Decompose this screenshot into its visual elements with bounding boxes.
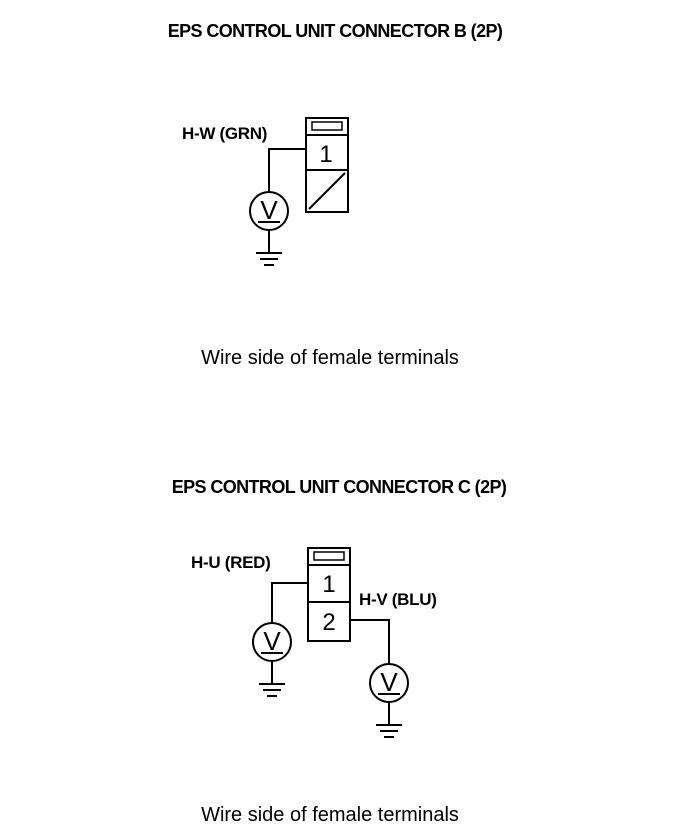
probe-wire-c-pin1 xyxy=(271,582,308,623)
voltmeter-b-symbol: V xyxy=(260,195,278,225)
connector-c-lock-tab xyxy=(313,551,345,561)
connector-b-housing xyxy=(305,117,349,213)
connector-b-caption: Wire side of female terminals xyxy=(201,347,459,369)
wire-label-h-u: H-U (RED) xyxy=(191,553,270,572)
connector-c-housing xyxy=(307,547,351,642)
connector-c-body: 1 2 xyxy=(307,547,351,642)
connector-b-pin-1: 1 xyxy=(319,141,332,168)
ground-b-icon xyxy=(256,230,282,266)
voltmeter-c2-symbol: V xyxy=(380,667,398,697)
voltmeter-c1-symbol: V xyxy=(263,626,281,656)
ground-c2-icon xyxy=(376,702,402,738)
connector-c-caption: Wire side of female terminals xyxy=(201,804,459,826)
connector-b-diagram: EPS CONTROL UNIT CONNECTOR B (2P) H-W (G… xyxy=(168,21,504,369)
probe-wire-b xyxy=(268,148,306,193)
wire-label-h-v: H-V (BLU) xyxy=(359,590,437,609)
connector-c-pin-2: 2 xyxy=(322,609,335,636)
wire-label-h-w: H-W (GRN) xyxy=(182,124,267,143)
ground-c1-icon xyxy=(259,661,285,697)
connector-b-title: EPS CONTROL UNIT CONNECTOR B (2P) xyxy=(168,21,503,41)
voltmeter-c2-icon: V xyxy=(369,663,409,703)
voltmeter-b-icon: V xyxy=(249,191,289,231)
connector-b-unused-cavity xyxy=(308,172,346,210)
voltmeter-c1-icon: V xyxy=(252,622,292,662)
connector-c-diagram: EPS CONTROL UNIT CONNECTOR C (2P) H-U (R… xyxy=(172,477,508,826)
connector-b-lock-tab xyxy=(311,121,343,131)
probe-wire-c-pin2 xyxy=(350,619,390,664)
connector-b-body: 1 xyxy=(305,117,349,213)
connector-c-title: EPS CONTROL UNIT CONNECTOR C (2P) xyxy=(172,477,507,497)
connector-c-pin-1: 1 xyxy=(322,571,335,598)
